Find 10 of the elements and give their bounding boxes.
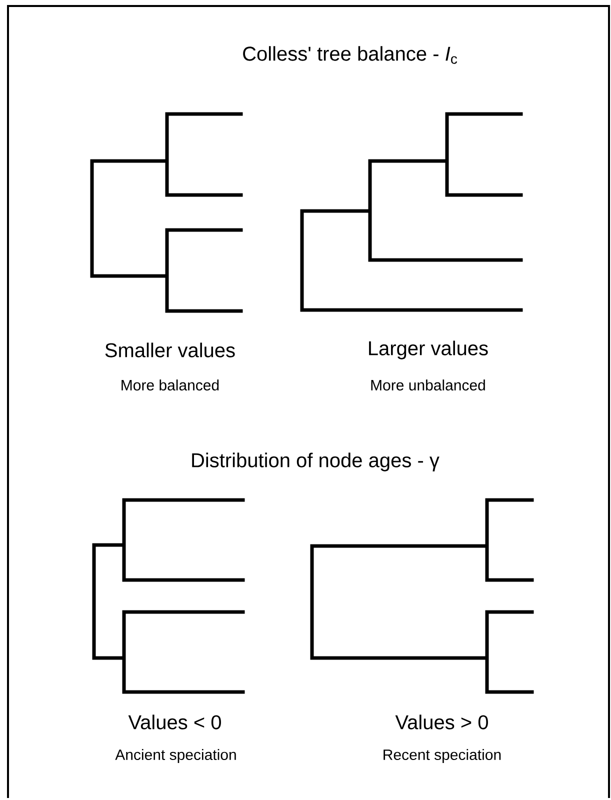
- description-label: More unbalanced: [371, 380, 485, 390]
- description-label: Ancient speciation: [115, 749, 236, 763]
- section-title: Colless' tree balance - I$_{c}$: [243, 46, 458, 64]
- description-label: Recent speciation: [384, 749, 501, 763]
- value-label: Larger values: [369, 340, 488, 360]
- value-label: Values < 0: [128, 714, 221, 730]
- description-label: More balanced: [122, 380, 219, 390]
- value-label: Values > 0: [395, 714, 488, 730]
- section-title: Distribution of node ages - γ: [192, 452, 440, 472]
- value-label: Smaller values: [105, 342, 235, 358]
